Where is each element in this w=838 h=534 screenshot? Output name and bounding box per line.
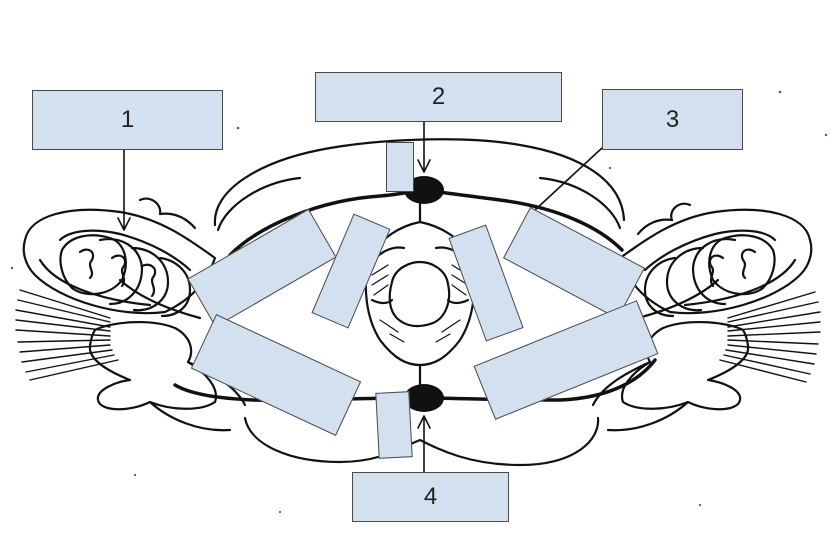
ventral-vessel-right — [418, 358, 657, 402]
dorsal-vessel-right — [418, 188, 624, 252]
pointer-3-line — [534, 147, 603, 211]
label-4-text: 4 — [423, 483, 438, 510]
label-box-1[interactable]: 1 — [32, 90, 223, 150]
central-canal — [388, 260, 451, 328]
label-box-3[interactable]: 3 — [602, 89, 743, 150]
right-ganglion-segments — [708, 234, 776, 296]
pointer-4-arrow — [417, 415, 431, 429]
ventral-ganglion — [404, 384, 444, 412]
left-lateral-shell — [22, 208, 217, 315]
blank-box-ventral-small[interactable] — [375, 391, 413, 459]
right-nerve-fan — [719, 291, 821, 383]
left-ganglion-segments — [59, 234, 127, 296]
ventral-outline — [243, 416, 600, 467]
left-nerve-fan — [15, 289, 119, 381]
dorsal-inner-lobe-right — [538, 176, 622, 230]
label-box-4[interactable]: 4 — [352, 472, 509, 522]
dorsal-outline — [213, 138, 626, 227]
dorsal-ganglion — [404, 176, 444, 204]
blank-box-dorsal-small[interactable] — [386, 142, 414, 192]
pointer-1-arrow — [117, 217, 131, 231]
label-3-text: 3 — [665, 105, 680, 133]
pointer-2-arrow — [417, 159, 431, 173]
dorsal-inner-lobe — [216, 176, 302, 232]
label-1-text: 1 — [120, 106, 135, 133]
label-box-2[interactable]: 2 — [315, 72, 562, 122]
label-2-text: 2 — [431, 83, 446, 110]
